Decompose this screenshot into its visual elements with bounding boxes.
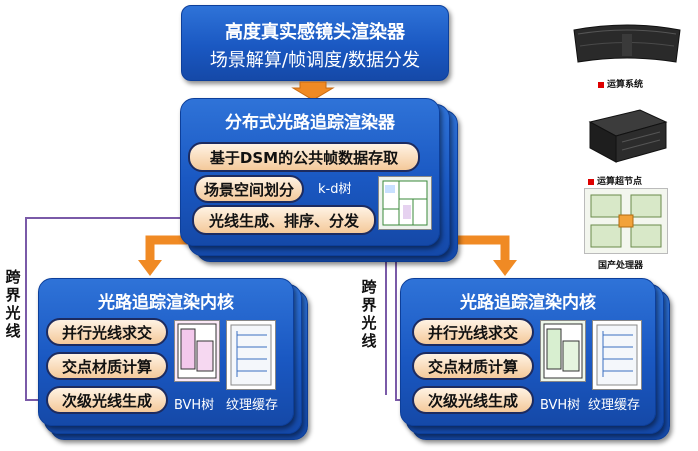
kernel-right-intersect-pill: 并行光线求交 [412,318,534,346]
processor-caption: 国产处理器 [598,258,643,271]
bvh-graphic-right [541,321,585,381]
kernel-right-texture-label: 纹理缓存 [588,394,640,413]
supernode-caption-text: 运算超节点 [597,177,642,187]
texture-graphic-right [593,321,641,389]
kd-tree-label: k-d树 [318,178,351,197]
distributed-title: 分布式光路追踪渲染器 [181,108,439,133]
kernel-right-material-pill: 交点材质计算 [412,352,534,380]
supernode-image [580,104,672,166]
supernode-graphic [580,104,672,166]
red-square-icon-2 [588,179,594,185]
red-square-icon [598,82,604,88]
supernode-caption: 运算超节点 [588,174,642,187]
kernel-right-secondary-pill: 次级光线生成 [412,386,534,414]
ray-gen-pill: 光线生成、排序、分发 [192,205,376,235]
texture-graphic-left [227,321,275,389]
compute-system-graphic [568,22,686,70]
kernel-left-secondary-pill: 次级光线生成 [46,386,168,414]
kernel-left-texture-label: 纹理缓存 [226,394,278,413]
arrow-right-head [493,260,517,276]
kernel-right-bvh-thumbnail [540,320,586,382]
kd-tree-thumbnail [378,176,432,230]
compute-system-caption: 运算系统 [598,77,643,90]
kernel-left-title: 光路追踪渲染内核 [39,288,293,313]
bvh-graphic-left [175,321,219,381]
kernel-right-title: 光路追踪渲染内核 [401,288,655,313]
dsm-access-pill: 基于DSM的公共帧数据存取 [188,142,420,172]
kernel-left-material-pill: 交点材质计算 [46,352,168,380]
kernel-right-texture-thumbnail [592,320,642,390]
arrow-left-head [138,260,162,276]
kernel-right-bvh-label: BVH树 [540,394,580,413]
cross-label-middle: 跨界光线 [360,278,378,350]
kernel-left-intersect-pill: 并行光线求交 [46,318,168,346]
kernel-left-bvh-thumbnail [174,320,220,382]
processor-graphic [585,189,667,253]
cross-label-left: 跨界光线 [4,268,22,340]
kd-tree-graphic [379,177,431,229]
scene-partition-pill: 场景空间划分 [194,175,304,203]
processor-image [584,188,668,254]
compute-system-caption-text: 运算系统 [607,80,643,90]
compute-system-image [568,22,686,70]
kernel-left-texture-thumbnail [226,320,276,390]
arrow-left-kernel [150,240,188,262]
kernel-left-bvh-label: BVH树 [174,394,214,413]
